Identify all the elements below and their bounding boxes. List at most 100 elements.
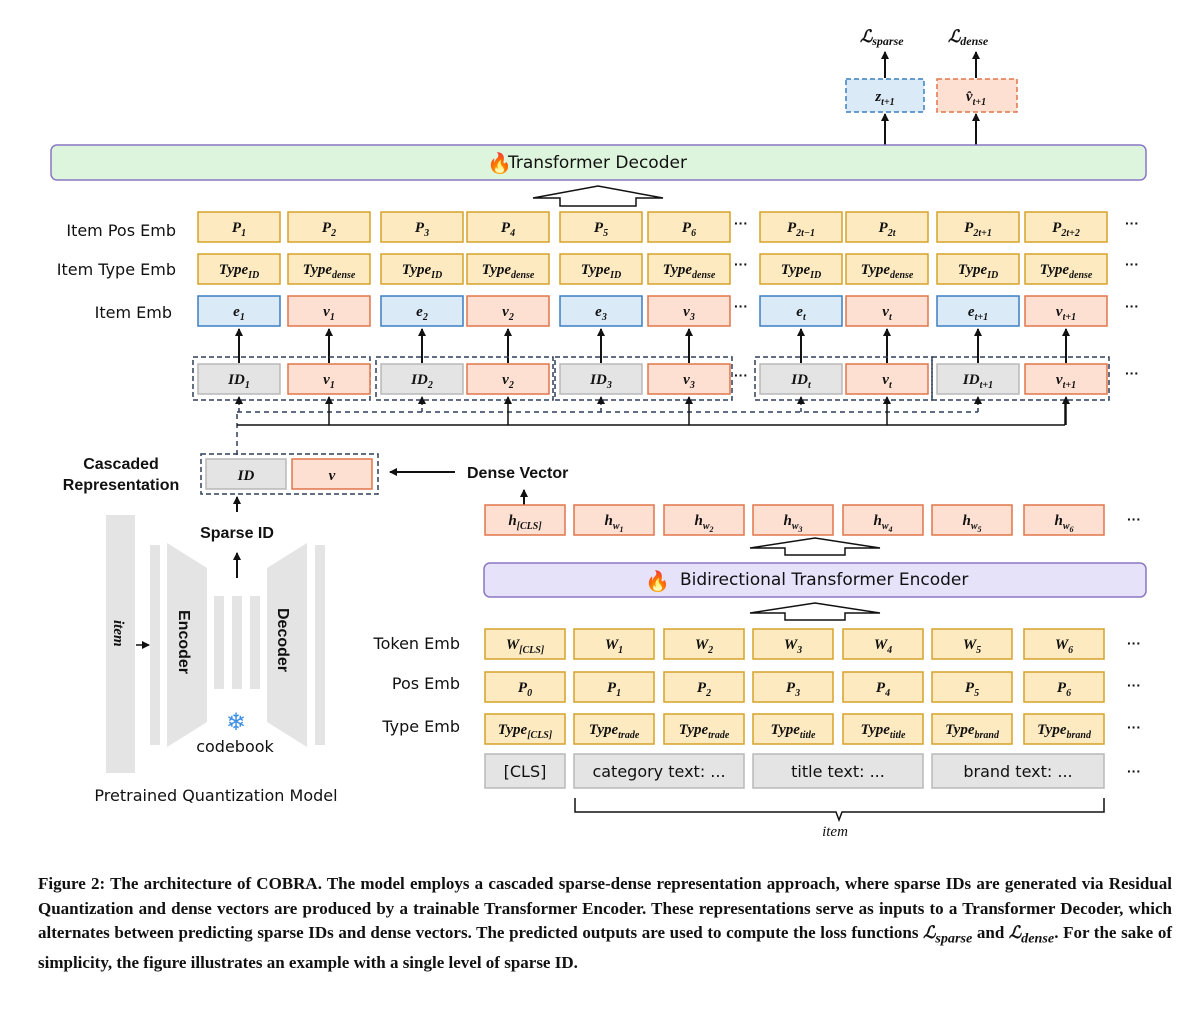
item-emb-cell-5: v3 bbox=[647, 295, 731, 327]
sparse-id-label: Sparse ID bbox=[200, 525, 274, 542]
id-cell-5: v3 bbox=[647, 363, 731, 395]
svg-text:Type[CLS]: Type[CLS] bbox=[498, 722, 553, 741]
svg-text:Typetrade: Typetrade bbox=[679, 722, 730, 741]
sparse-feed-lines bbox=[236, 411, 978, 455]
dense-vector-label: Dense Vector bbox=[467, 465, 568, 482]
decoder-ellipses: ························ bbox=[734, 215, 1139, 383]
hollow-arrow-encoder bbox=[749, 602, 881, 621]
ellipsis-dec-4: ··· bbox=[1125, 215, 1139, 231]
id-cell-3: v2 bbox=[466, 363, 550, 395]
row-label-item-pos: Item Pos Emb bbox=[66, 221, 176, 240]
item-emb-cell-6: et bbox=[759, 295, 843, 327]
ellipsis-dec-2: ··· bbox=[734, 298, 748, 314]
svg-text:v3: v3 bbox=[683, 304, 695, 323]
cobra-architecture-diagram: ℒsparse ℒdense zt+1 v̂t+1 🔥 Transformer … bbox=[50, 27, 1147, 840]
svg-text:TypeID: TypeID bbox=[581, 262, 622, 281]
ellipsis-enc-1: ··· bbox=[1127, 635, 1141, 651]
item-emb-cell-7: vt bbox=[845, 295, 929, 327]
token-emb-cell-1: W1 bbox=[573, 628, 655, 660]
svg-text:v: v bbox=[329, 468, 336, 484]
svg-text:item: item bbox=[110, 620, 126, 647]
svg-text:Typedense: Typedense bbox=[1040, 262, 1093, 281]
encoder-trapezoid bbox=[167, 543, 207, 747]
pos-emb-cell-4: P4 bbox=[842, 671, 924, 703]
item-pos-cell-5: P6 bbox=[647, 211, 731, 243]
row-label-pos-emb: Pos Emb bbox=[392, 674, 460, 693]
svg-text:hw2: hw2 bbox=[694, 513, 713, 534]
item-type-cell-9: Typedense bbox=[1024, 253, 1108, 285]
svg-text:W1: W1 bbox=[605, 637, 623, 656]
svg-text:Encoder: Encoder bbox=[175, 610, 192, 674]
svg-text:W[CLS]: W[CLS] bbox=[506, 637, 545, 656]
svg-text:Typedense: Typedense bbox=[482, 262, 535, 281]
item-type-cell-4: TypeID bbox=[559, 253, 643, 285]
item-pos-cell-4: P5 bbox=[559, 211, 643, 243]
svg-text:P4: P4 bbox=[876, 680, 890, 699]
hidden-state-cell-5: hw5 bbox=[931, 504, 1013, 536]
item-input-bar bbox=[106, 515, 135, 773]
ellipsis-dec-1: ··· bbox=[734, 256, 748, 272]
svg-text:P0: P0 bbox=[518, 680, 532, 699]
item-pos-cell-3: P4 bbox=[466, 211, 550, 243]
pos-emb-cell-2: P2 bbox=[663, 671, 745, 703]
type-emb-cell-6: Typebrand bbox=[1023, 713, 1105, 745]
svg-text:P2t: P2t bbox=[879, 220, 897, 239]
svg-text:P5: P5 bbox=[965, 680, 979, 699]
ellipsis-dec-3: ··· bbox=[734, 367, 748, 383]
svg-text:category text: ...: category text: ... bbox=[592, 762, 725, 781]
svg-text:e2: e2 bbox=[416, 304, 428, 323]
svg-text:P2t−1: P2t−1 bbox=[787, 220, 815, 239]
id-cell-8: IDt+1 bbox=[936, 363, 1020, 395]
item-emb-cell-2: e2 bbox=[380, 295, 464, 327]
output-v-box bbox=[936, 78, 1018, 113]
svg-text:TypeID: TypeID bbox=[402, 262, 443, 281]
svg-text:v2: v2 bbox=[502, 304, 514, 323]
snowflake-icon: ❄ bbox=[226, 709, 246, 736]
sparse-feed-arrows bbox=[235, 396, 982, 412]
item-pos-cell-1: P2 bbox=[287, 211, 371, 243]
svg-text:title text: ...: title text: ... bbox=[791, 762, 885, 781]
pos-emb-cell-5: P5 bbox=[931, 671, 1013, 703]
item-type-cell-7: Typedense bbox=[845, 253, 929, 285]
svg-text:TypeID: TypeID bbox=[781, 262, 822, 281]
cascaded-title-2: Representation bbox=[63, 477, 179, 494]
output-z-box bbox=[845, 78, 925, 113]
item-emb-cell-4: e3 bbox=[559, 295, 643, 327]
svg-text:Typedense: Typedense bbox=[303, 262, 356, 281]
figure-caption: Figure 2: The architecture of COBRA. The… bbox=[38, 874, 1172, 972]
row-label-type-emb: Type Emb bbox=[381, 717, 460, 736]
type-emb-cell-4: Typetitle bbox=[842, 713, 924, 745]
decoder-trapezoid bbox=[267, 543, 307, 747]
svg-text:W5: W5 bbox=[963, 637, 981, 656]
fire-icon: 🔥 bbox=[487, 151, 512, 175]
item-pos-cell-8: P2t+1 bbox=[936, 211, 1020, 243]
token-emb-cell-3: W3 bbox=[752, 628, 834, 660]
encoder-ellipses: ··············· bbox=[1127, 511, 1141, 779]
item-emb-cell-1: v1 bbox=[287, 295, 371, 327]
svg-text:Typebrand: Typebrand bbox=[1037, 722, 1092, 741]
id-cell-9: vt+1 bbox=[1024, 363, 1108, 395]
item-type-cell-0: TypeID bbox=[197, 253, 281, 285]
svg-text:h[CLS]: h[CLS] bbox=[508, 513, 542, 532]
type-emb-cell-1: Typetrade bbox=[573, 713, 655, 745]
pos-emb-cell-3: P3 bbox=[752, 671, 834, 703]
ellipsis-dec-6: ··· bbox=[1125, 298, 1139, 314]
transformer-decoder-bar bbox=[50, 144, 1147, 181]
svg-text:v3: v3 bbox=[683, 372, 695, 391]
svg-text:P1: P1 bbox=[607, 680, 621, 699]
text-input-1: category text: ... bbox=[573, 753, 745, 789]
dense-feed-arrows bbox=[325, 396, 1070, 425]
item-emb-cell-8: et+1 bbox=[936, 295, 1020, 327]
type-emb-cell-0: Type[CLS] bbox=[484, 713, 566, 745]
svg-text:P1: P1 bbox=[232, 220, 246, 239]
pos-emb-cell-0: P0 bbox=[484, 671, 566, 703]
id-cell-0: ID1 bbox=[197, 363, 281, 395]
token-emb-cell-6: W6 bbox=[1023, 628, 1105, 660]
svg-text:ℒsparse: ℒsparse bbox=[860, 27, 904, 48]
row-label-item-type: Item Type Emb bbox=[57, 260, 176, 279]
codebook-label: codebook bbox=[196, 737, 274, 756]
item-type-cell-1: Typedense bbox=[287, 253, 371, 285]
hollow-arrow-decoder bbox=[532, 185, 664, 207]
